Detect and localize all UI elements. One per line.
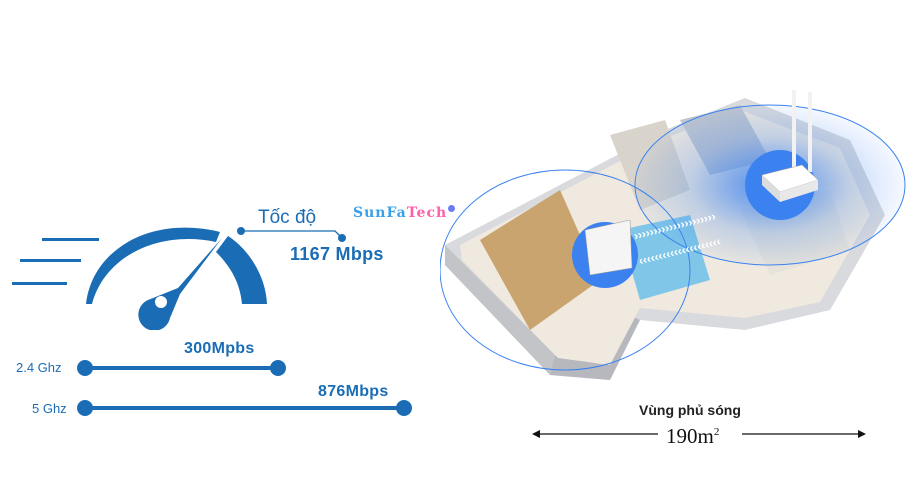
coverage-label: Vùng phủ sóng bbox=[639, 402, 741, 418]
coverage-value: 190m2 bbox=[666, 424, 719, 449]
band-label-5ghz: 5 Ghz bbox=[32, 401, 67, 416]
brand-logo: SunFaTech bbox=[353, 205, 456, 221]
brand-part1: SunFa bbox=[353, 205, 407, 221]
coverage-number: 190m bbox=[666, 424, 714, 448]
coverage-zone bbox=[440, 169, 691, 371]
speed-line bbox=[12, 282, 67, 285]
band-bar-5ghz bbox=[77, 400, 412, 416]
speed-line bbox=[42, 238, 99, 241]
gauge-hub bbox=[155, 296, 167, 308]
access-point-device bbox=[584, 219, 633, 276]
speed-title: Tốc độ bbox=[258, 207, 317, 228]
gauge-arc-left bbox=[86, 227, 220, 304]
coverage-unit-sup: 2 bbox=[713, 426, 720, 438]
router-device bbox=[761, 90, 819, 202]
floorplan-illustration: ››››››››››››››››››››› ‹‹‹‹‹‹‹‹‹‹‹‹‹‹‹‹‹‹… bbox=[440, 90, 906, 380]
coverage-width-arrow bbox=[532, 430, 866, 438]
speed-value: 1167 Mbps bbox=[290, 244, 384, 264]
speedometer-icon bbox=[12, 227, 267, 330]
band-label-2-4ghz: 2.4 Ghz bbox=[16, 360, 62, 375]
speed-line bbox=[20, 259, 81, 262]
gauge-arc-right bbox=[216, 236, 267, 304]
band-value-5ghz: 876Mbps bbox=[318, 383, 389, 400]
registered-mark-icon bbox=[448, 205, 456, 212]
speed-connector bbox=[237, 227, 346, 242]
band-bar-2-4ghz bbox=[77, 360, 286, 376]
gauge-needle bbox=[138, 238, 222, 330]
brand-part2: Tech bbox=[406, 205, 448, 221]
band-value-2-4ghz: 300Mpbs bbox=[184, 340, 255, 357]
